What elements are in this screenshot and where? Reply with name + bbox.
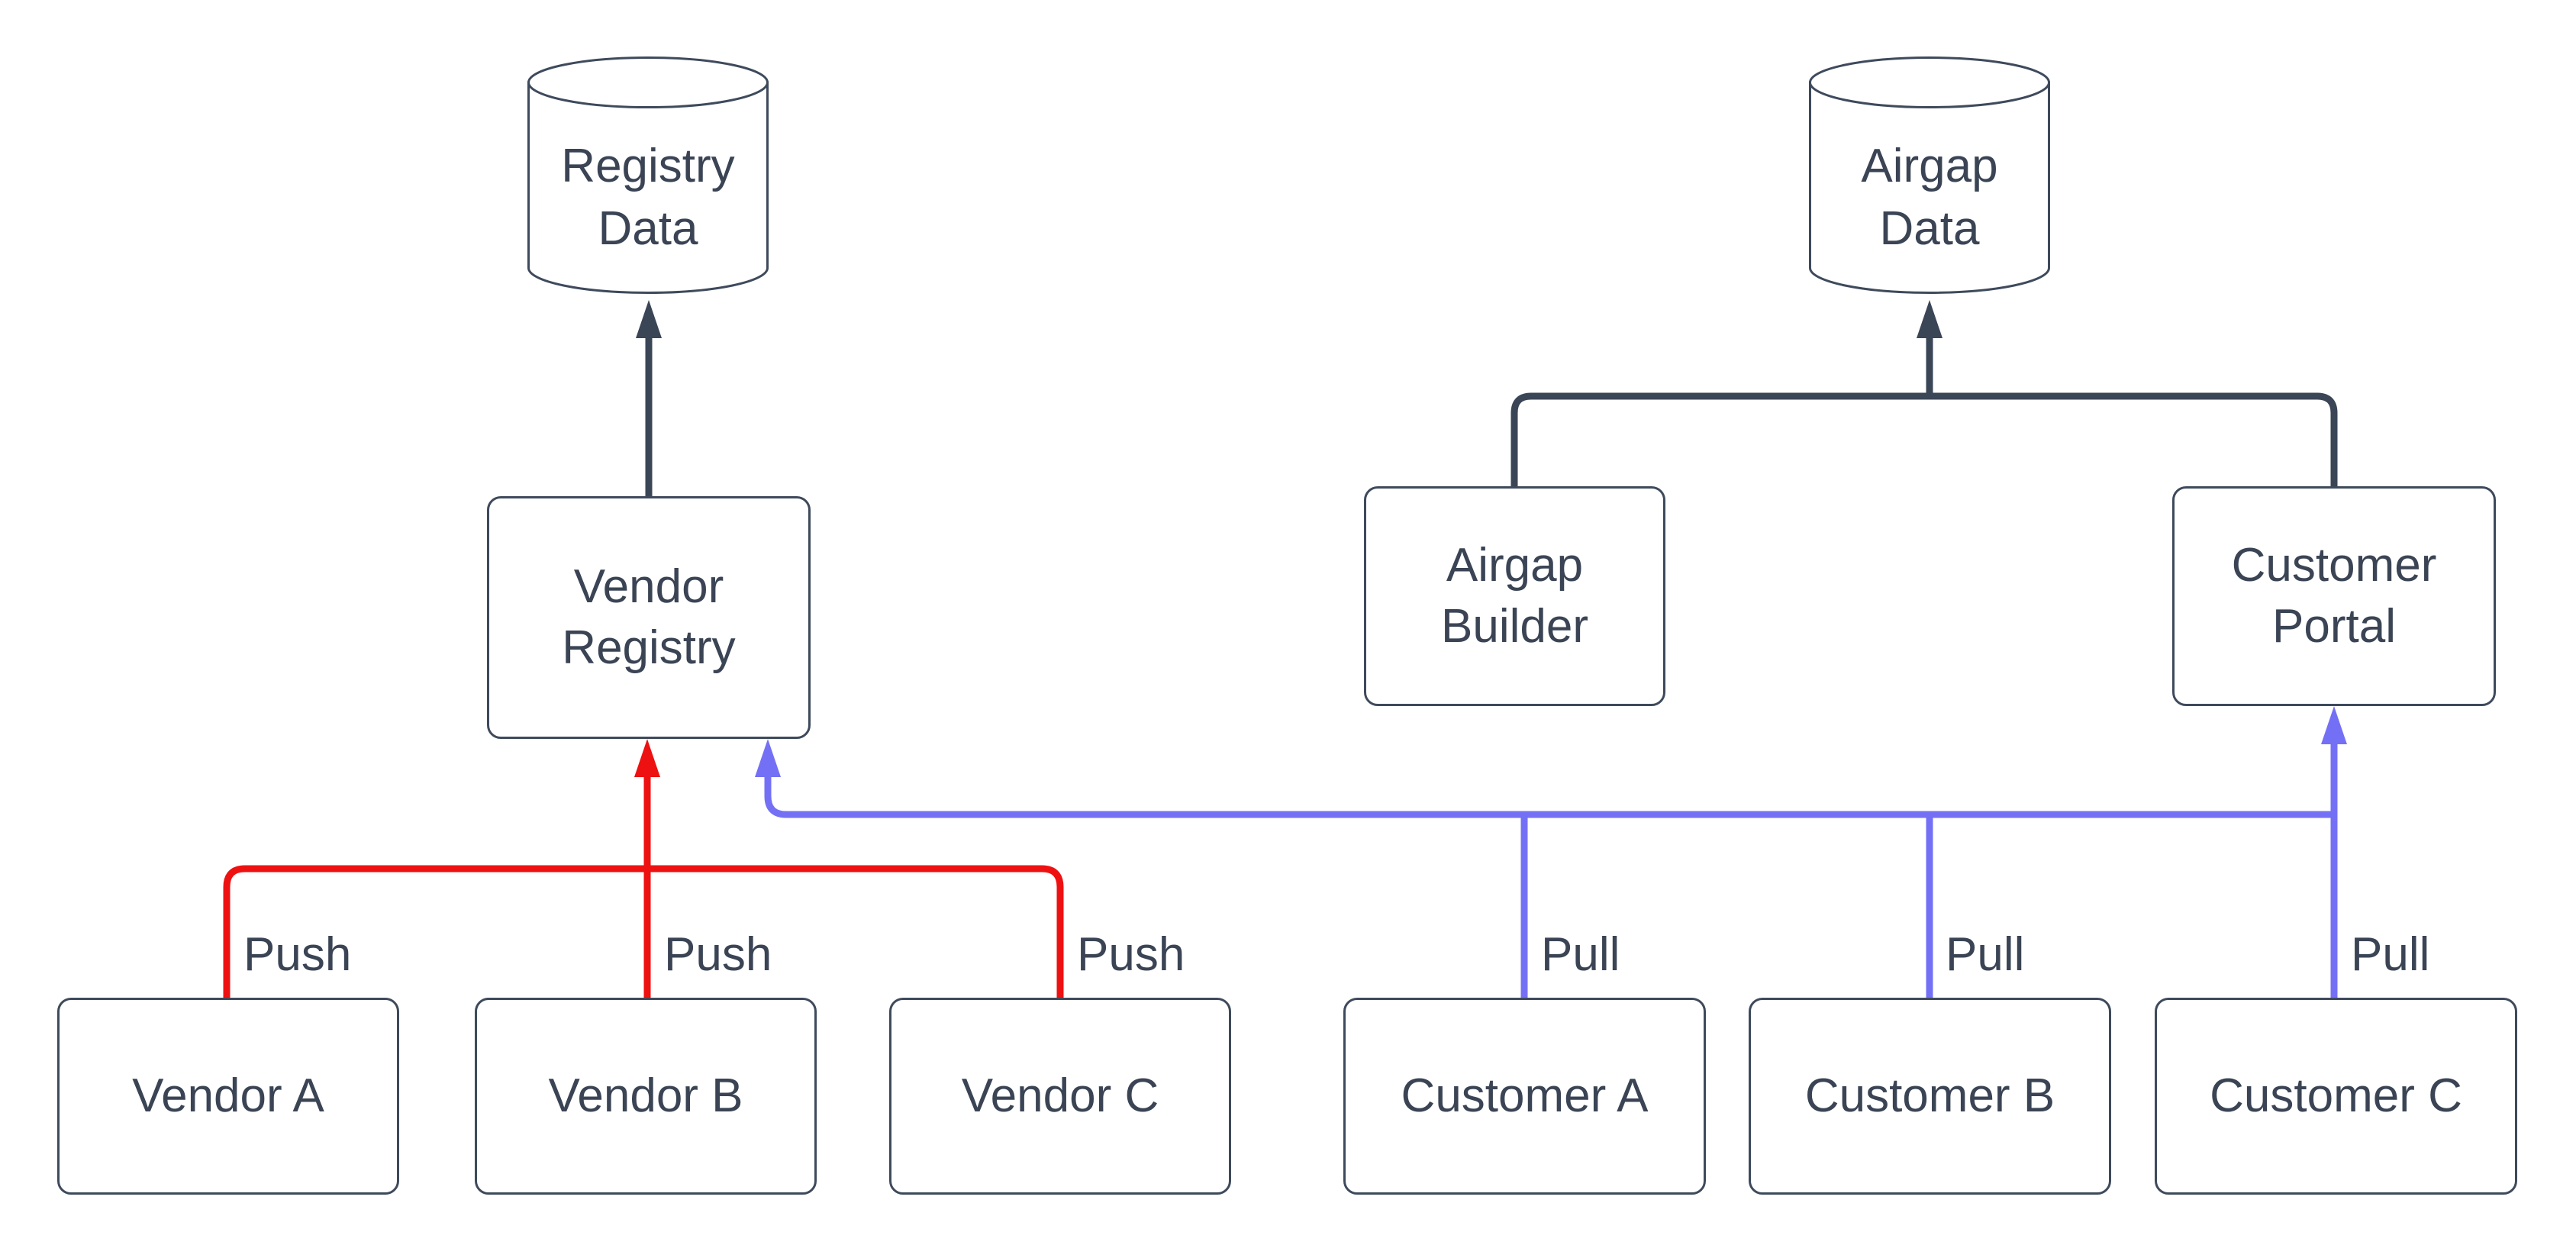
- arrowhead-airgap-data-icon: [1917, 300, 1942, 338]
- push-label-vendor-a: Push: [243, 928, 352, 981]
- arrowhead-registry-data-icon: [636, 300, 662, 338]
- arrowhead-pull-vendor-registry-icon: [755, 739, 781, 777]
- airgap-data-label: Airgap Data: [1861, 139, 1998, 255]
- pull-label-customer-b: Pull: [1946, 928, 2025, 981]
- edge-pull-trunk: [764, 774, 2334, 818]
- pull-label-customer-c: Pull: [2351, 928, 2430, 981]
- pull-label-customer-a: Pull: [1541, 928, 1620, 981]
- edge-push-trunk: [223, 865, 1064, 998]
- customer-b-label: Customer B: [1804, 1069, 2055, 1122]
- vendor-c-node: Vendor C: [889, 998, 1231, 1195]
- vendor-registry-node: Vendor Registry: [487, 496, 811, 739]
- registry-data-label: Registry Data: [561, 139, 735, 255]
- airgap-builder-node: Airgap Builder: [1364, 486, 1665, 706]
- arrowhead-pull-customer-portal-icon: [2321, 706, 2347, 744]
- arrowhead-push-vendor-registry-icon: [634, 739, 660, 777]
- customer-c-label: Customer C: [2210, 1069, 2462, 1122]
- customer-a-label: Customer A: [1401, 1069, 1649, 1122]
- edge-builder-portal-branch: [1510, 392, 2338, 486]
- vendor-registry-label: Vendor Registry: [562, 560, 736, 674]
- customer-b-node: Customer B: [1749, 998, 2111, 1195]
- airgap-data-cylinder: Airgap Data: [1807, 55, 2052, 295]
- customer-a-node: Customer A: [1343, 998, 1706, 1195]
- registry-data-cylinder: Registry Data: [526, 55, 770, 295]
- customer-c-node: Customer C: [2155, 998, 2517, 1195]
- vendor-b-node: Vendor B: [475, 998, 817, 1195]
- customer-portal-label: Customer Portal: [2231, 539, 2437, 653]
- vendor-a-label: Vendor A: [132, 1069, 324, 1122]
- vendor-c-label: Vendor C: [961, 1069, 1159, 1122]
- database-cylinder-icon: [1809, 56, 2050, 294]
- airgap-builder-label: Airgap Builder: [1441, 539, 1588, 653]
- push-label-vendor-b: Push: [664, 928, 772, 981]
- vendor-a-node: Vendor A: [57, 998, 399, 1195]
- push-label-vendor-c: Push: [1077, 928, 1185, 981]
- database-cylinder-icon: [527, 56, 769, 294]
- vendor-b-label: Vendor B: [548, 1069, 743, 1122]
- customer-portal-node: Customer Portal: [2172, 486, 2496, 706]
